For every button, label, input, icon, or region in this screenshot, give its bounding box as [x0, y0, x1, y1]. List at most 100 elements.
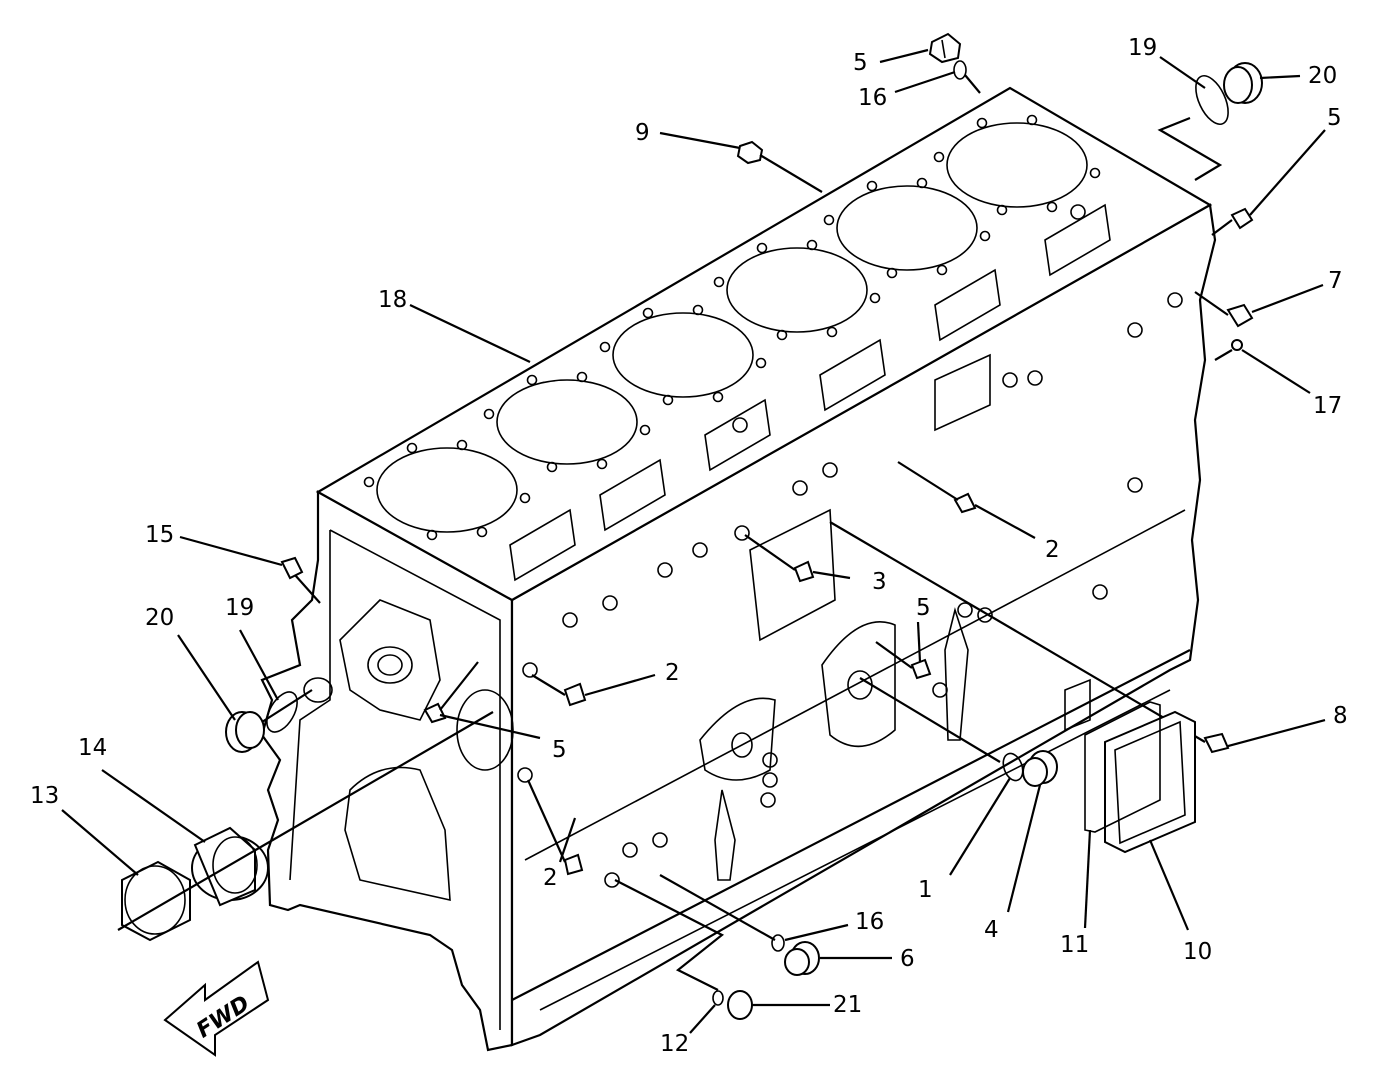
deck-bolt-hole — [936, 264, 948, 276]
leader-6-top — [879, 48, 929, 64]
bolt-9 — [1203, 732, 1230, 754]
leader-3 — [812, 570, 851, 580]
leader-9 — [1227, 718, 1326, 748]
leader-11 — [1083, 829, 1092, 929]
leader-17 — [1241, 349, 1311, 394]
callout-21: 21 — [833, 992, 862, 1018]
callout-15: 15 — [145, 522, 174, 548]
hex-nut-icon — [562, 612, 578, 628]
callout-17: 17 — [1313, 393, 1342, 419]
cylinder-bore-4 — [726, 247, 868, 333]
leader-18 — [409, 304, 531, 363]
deck-bolt-hole — [933, 151, 945, 163]
callout-19-top: 19 — [1128, 35, 1157, 61]
hex-nut-icon — [517, 767, 533, 783]
leader-2-c — [974, 504, 1036, 539]
deck-bolt-hole — [526, 374, 538, 386]
plug-7 — [1226, 303, 1254, 328]
callout-2-b: 2 — [543, 865, 558, 891]
hex-nut-icon — [792, 480, 808, 496]
callout-8: 9 — [635, 120, 650, 146]
deck-bolt-hole — [642, 307, 654, 319]
deck-bolt-hole — [519, 492, 531, 504]
hex-nut-icon — [1127, 322, 1143, 338]
deck-bolt-hole — [456, 439, 468, 451]
callout-1: 1 — [918, 877, 933, 903]
deck-bolt-hole — [576, 371, 588, 383]
deck-bolt-hole — [755, 357, 767, 369]
callout-18: 18 — [378, 287, 407, 313]
cylinder-bore-1 — [376, 447, 518, 533]
block-side-features — [699, 353, 1091, 881]
plug-21 — [727, 990, 753, 1020]
hex-nut-icon — [1127, 477, 1143, 493]
bolt-2-a — [563, 682, 587, 707]
deck-bolt-hole — [823, 214, 835, 226]
plug-15 — [280, 556, 304, 580]
leader-16-top — [894, 70, 956, 94]
deck-bolt-hole — [806, 239, 818, 251]
deck-bolt-hole — [692, 304, 704, 316]
hex-nut-icon — [522, 662, 538, 678]
leader-8 — [659, 131, 741, 150]
deck-bolt-hole — [916, 177, 928, 189]
deck-bolt-hole — [1046, 201, 1058, 213]
hex-nut-icon — [1092, 584, 1108, 600]
leader-20-top — [1259, 74, 1301, 80]
deck-bolt-hole — [426, 529, 438, 541]
deck-bolt-hole — [996, 204, 1008, 216]
o-ring-12 — [712, 990, 724, 1006]
leader-12 — [689, 1004, 716, 1034]
deck-bolt-hole — [776, 329, 788, 341]
arrow-left-icon — [163, 960, 270, 1057]
callout-4: 4 — [984, 917, 999, 943]
callout-12: 12 — [660, 1031, 689, 1057]
deck-bolt-hole — [713, 276, 725, 288]
cylinder-bore-6 — [946, 122, 1088, 208]
callout-2-a: 2 — [665, 660, 680, 686]
deck-bolt-hole — [483, 408, 495, 420]
deck-bolt-hole — [886, 267, 898, 279]
plug-6-top — [928, 32, 962, 64]
leader-lines — [61, 48, 1326, 1034]
callout-20-top: 20 — [1308, 63, 1337, 89]
cylinder-bore-2 — [496, 379, 638, 465]
deck-bolt-hole — [476, 526, 488, 538]
cover-plate-10 — [1104, 710, 1196, 854]
leader-5-right — [1249, 129, 1326, 216]
o-ring-16-top — [953, 60, 967, 80]
hex-nut-icon — [604, 872, 620, 888]
o-ring-19-top — [1195, 75, 1229, 125]
o-ring-16-lower — [771, 934, 785, 952]
deck-bolt-hole — [712, 391, 724, 403]
cylinder-bores — [376, 122, 1088, 533]
callout-19-left: 19 — [225, 595, 254, 621]
leader-19-top — [1159, 56, 1206, 89]
leader-2-a — [584, 673, 656, 697]
hex-nut-icon — [732, 417, 748, 433]
deck-bolt-hole — [639, 424, 651, 436]
hex-nut-icon — [1070, 204, 1086, 220]
block-bolts — [517, 204, 1183, 888]
leader-13 — [61, 809, 139, 876]
plug-20-top — [1223, 62, 1263, 104]
deck-bolt-hole — [546, 461, 558, 473]
cylinder-bore-5 — [836, 185, 978, 271]
deck-bolt-holes — [363, 114, 1101, 541]
leader-20-left — [177, 634, 236, 721]
callout-3: 3 — [872, 569, 887, 595]
hex-nut-icon — [957, 602, 973, 618]
leader-10 — [1148, 839, 1190, 931]
sleeve-14 — [191, 826, 269, 907]
cylinder-block — [260, 86, 1217, 1052]
hex-nut-icon — [692, 542, 708, 558]
bolt-2-c — [953, 492, 977, 514]
callout-2-c: 2 — [1045, 537, 1060, 563]
gasket-11 — [1084, 701, 1161, 833]
callout-9: 8 — [1333, 703, 1348, 729]
callout-6-top: 5 — [853, 50, 868, 76]
side-pockets — [509, 203, 1111, 582]
hex-nut-icon — [652, 832, 668, 848]
loose-parts — [117, 32, 1263, 1020]
